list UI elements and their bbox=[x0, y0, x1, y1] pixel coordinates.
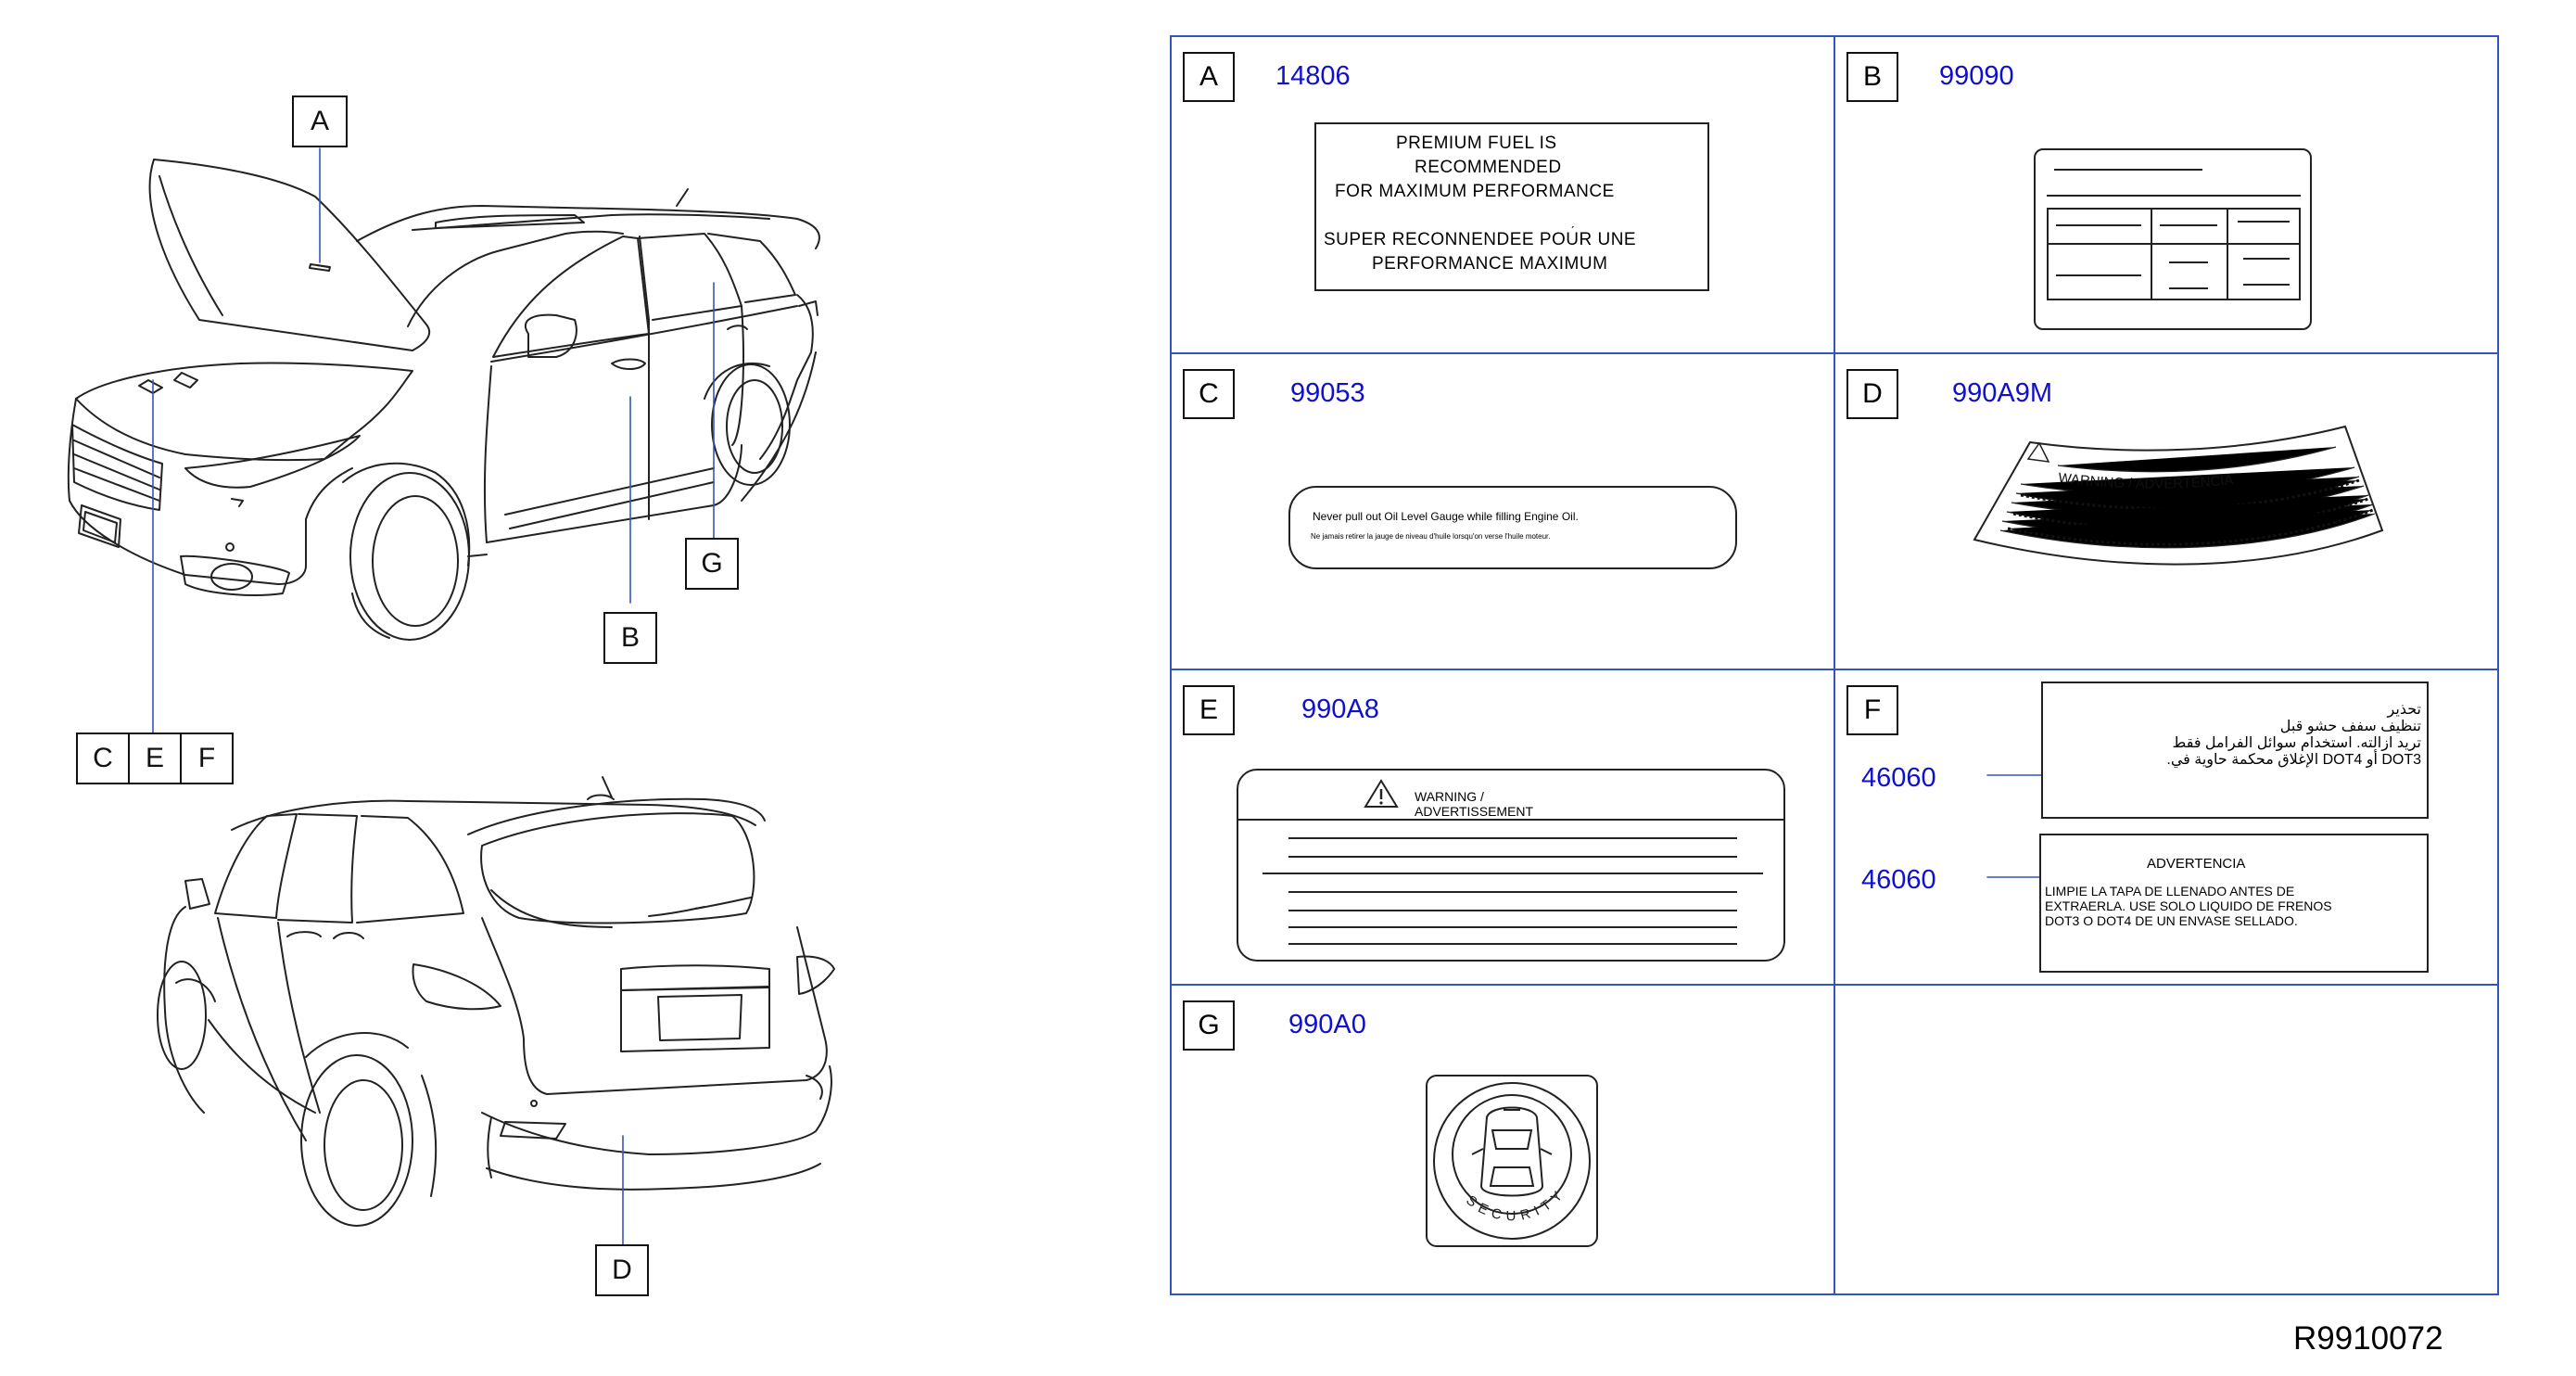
accent-mark: ˏ bbox=[1570, 213, 1576, 228]
cell-letter: B bbox=[1846, 52, 1898, 102]
callout-b: B bbox=[603, 612, 657, 664]
warning-triangle-icon bbox=[1364, 779, 1399, 808]
front-vehicle-drawing bbox=[67, 159, 820, 641]
warning-advertissement-label: WARNING / ADVERTISSEMENT bbox=[1237, 769, 1785, 962]
label-line: LIMPIE LA TAPA DE LLENADO ANTES DE bbox=[2045, 884, 2295, 898]
cell-letter: E bbox=[1183, 685, 1235, 735]
label-line: DOT3 أو DOT4 الإغلاق محكمة حاوية في. bbox=[2166, 752, 2421, 768]
label-line: PERFORMANCE MAXIMUM bbox=[1372, 254, 1608, 274]
callout-g: G bbox=[685, 538, 739, 590]
cell-b: B 99090 bbox=[1835, 37, 2497, 352]
cell-g: G 990A0 SECURITY bbox=[1172, 986, 1834, 1293]
label-line: Ne jamais retirer la jauge de niveau d'h… bbox=[1311, 532, 1551, 541]
label-heading: WARNING / ADVERTENCIA bbox=[2058, 470, 2235, 491]
security-label: SECURITY bbox=[1426, 1075, 1598, 1247]
tire-placard-label bbox=[2034, 148, 2312, 330]
reference-code: R9910072 bbox=[2293, 1320, 2443, 1357]
callout-d: D bbox=[595, 1244, 649, 1296]
car-security-icon: SECURITY bbox=[1433, 1082, 1591, 1240]
label-line: تريد ازالته. استخدام سوائل الفرامل فقط bbox=[2172, 735, 2421, 751]
callout-a: A bbox=[292, 96, 348, 147]
part-number: 99090 bbox=[1939, 61, 2014, 91]
cell-letter: G bbox=[1183, 1000, 1235, 1051]
cell-letter: F bbox=[1846, 685, 1898, 735]
part-number: 99053 bbox=[1290, 378, 1365, 408]
rear-vehicle-drawing bbox=[157, 776, 835, 1227]
part-number: 990A9M bbox=[1952, 378, 2053, 408]
label-line: RECOMMENDED bbox=[1415, 158, 1562, 177]
cell-letter: D bbox=[1846, 369, 1898, 419]
label-heading: ADVERTISSEMENT bbox=[1415, 804, 1534, 819]
spanish-brake-fluid-label: ADVERTENCIA LIMPIE LA TAPA DE LLENADO AN… bbox=[2039, 834, 2429, 973]
cell-e: E 990A8 WARNING / ADVERTISSEMENT bbox=[1172, 670, 1834, 984]
callout-e: E bbox=[128, 733, 182, 784]
cell-c: C 99053 Never pull out Oil Level Gauge w… bbox=[1172, 354, 1834, 669]
cell-f: F 46060 46060 تحذير تنظيف سفف حشو قبل تر… bbox=[1835, 670, 2497, 984]
label-line: Never pull out Oil Level Gauge while fil… bbox=[1313, 510, 1579, 523]
label-grid: A 14806 PREMIUM FUEL IS RECOMMENDED FOR … bbox=[1170, 35, 2499, 1295]
callout-c: C bbox=[76, 733, 130, 784]
premium-fuel-label: PREMIUM FUEL IS RECOMMENDED FOR MAXIMUM … bbox=[1314, 122, 1709, 291]
part-number: 14806 bbox=[1275, 61, 1351, 91]
part-number: 990A8 bbox=[1301, 694, 1379, 724]
cell-letter: C bbox=[1183, 369, 1235, 419]
label-line: تنظيف سفف حشو قبل bbox=[2279, 719, 2421, 734]
oil-gauge-label: Never pull out Oil Level Gauge while fil… bbox=[1288, 486, 1737, 569]
part-number: 46060 bbox=[1861, 865, 1936, 895]
label-heading: ADVERTENCIA bbox=[2147, 856, 2246, 872]
cell-a: A 14806 PREMIUM FUEL IS RECOMMENDED FOR … bbox=[1172, 37, 1834, 352]
curved-warning-label: WARNING / ADVERTENCIA bbox=[1973, 425, 2384, 566]
arabic-brake-fluid-label: تحذير تنظيف سفف حشو قبل تريد ازالته. است… bbox=[2041, 682, 2429, 819]
cell-letter: A bbox=[1183, 52, 1235, 102]
label-heading: WARNING / bbox=[1415, 789, 1484, 804]
label-line: EXTRAERLA. USE SOLO LIQUIDO DE FRENOS bbox=[2045, 898, 2332, 913]
label-line: FOR MAXIMUM PERFORMANCE bbox=[1335, 182, 1615, 201]
label-line: DOT3 O DOT4 DE UN ENVASE SELLADO. bbox=[2045, 913, 2298, 928]
cell-empty bbox=[1835, 986, 2497, 1293]
part-number: 990A0 bbox=[1288, 1010, 1366, 1039]
part-number: 46060 bbox=[1861, 763, 1936, 793]
callout-f: F bbox=[180, 733, 234, 784]
label-line: PREMIUM FUEL IS bbox=[1396, 134, 1557, 153]
label-line: SUPER RECONNENDEE POUR UNE bbox=[1324, 230, 1637, 249]
label-line: تحذير bbox=[2387, 702, 2421, 718]
security-text: SECURITY bbox=[1463, 1184, 1569, 1224]
cell-d: D 990A9M bbox=[1835, 354, 2497, 669]
